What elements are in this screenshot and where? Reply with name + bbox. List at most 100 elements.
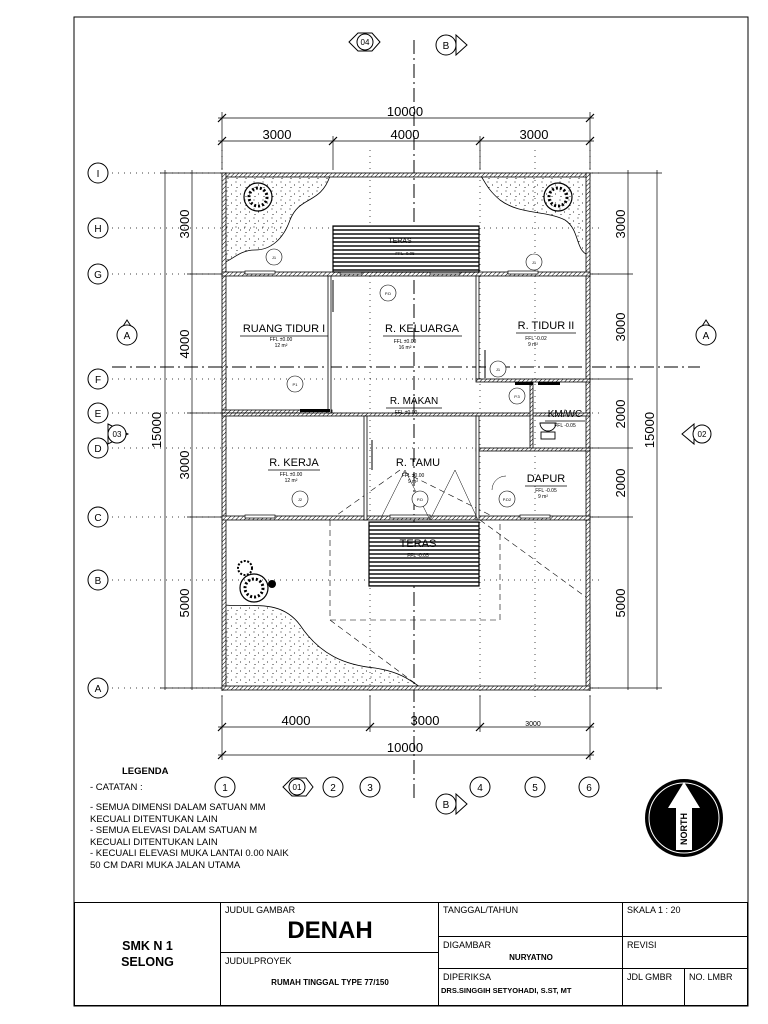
room-name: R. TIDUR II: [518, 320, 575, 332]
school-name: SMK N 1 SELONG: [121, 939, 174, 969]
dim-bottom-small: 3000: [525, 721, 541, 728]
legend-item: - CATATAN :: [90, 781, 143, 793]
jdl-gmbr-cell: JDL GMBR: [623, 969, 685, 1005]
section-lines: [112, 40, 700, 800]
dim-right-seg-2: 3000: [613, 313, 628, 342]
tanggal-label: TANGGAL/TAHUN: [443, 905, 519, 915]
diperiksa-value: DRS.SINGGIH SETYOHADI, S.ST, MT: [441, 986, 572, 995]
section-marker-a-left-icon: [116, 319, 138, 346]
dim-bottom-seg-1: 4000: [282, 713, 311, 728]
judul-proyek-cell: JUDULPROYEK RUMAH TINGGAL TYPE 77/150: [221, 953, 439, 1005]
no-lmbr-cell: NO. LMBR: [685, 969, 747, 1005]
tree-icon: [237, 182, 573, 603]
view-marker-top-icon: [348, 32, 381, 52]
jdl-gmbr-label: JDL GMBR: [627, 972, 673, 982]
room-ffl: FFL ±0.00: [394, 339, 417, 345]
opening-tag: P.D: [385, 291, 391, 296]
dim-bottom-seg-2: 3000: [411, 713, 440, 728]
view-marker-bottom-icon: [282, 777, 314, 797]
room-name: R. MAKAN: [390, 396, 438, 407]
dim-left-seg-4: 5000: [177, 589, 192, 618]
judul-gambar-label: JUDUL GAMBAR: [225, 905, 296, 915]
dim-left-total: 15000: [149, 412, 164, 448]
roof-outline: [329, 469, 591, 688]
north-arrow-icon: [645, 779, 723, 857]
opening-tag: J1: [496, 367, 501, 372]
dimension-lines: [160, 112, 662, 760]
project-title: RUMAH TINGGAL TYPE 77/150: [271, 978, 389, 987]
room-area: 16 m²: [399, 345, 412, 351]
room-ffl: FFL -0.02: [525, 336, 547, 342]
legend-item: - KECUALI ELEVASI MUKA LANTAI 0.00 NAIK …: [90, 848, 289, 871]
opening-tag: P.D2: [503, 497, 512, 502]
stair-terrace: [332, 225, 480, 587]
section-marker-a-right-icon: [695, 319, 717, 346]
legend-item: - SEMUA ELEVASI DALAM SATUAN M KECUALI D…: [90, 825, 257, 848]
no-lmbr-label: NO. LMBR: [689, 972, 733, 982]
dim-right-seg-5: 5000: [613, 589, 628, 618]
grid-col-label: 5: [532, 783, 538, 794]
grid-col-bubbles: [214, 776, 600, 798]
grid-row-label: D: [94, 444, 101, 455]
dim-top-seg-2: 4000: [391, 127, 420, 142]
opening-tag: J1: [272, 255, 277, 260]
drawing-title: DENAH: [287, 917, 373, 944]
grid-row-label: H: [94, 224, 101, 235]
dim-right-seg-3: 2000: [613, 400, 628, 429]
title-block: SMK N 1 SELONG JUDUL GAMBAR DENAH JUDULP…: [74, 902, 748, 1006]
revisi-cell: REVISI: [623, 937, 747, 969]
dim-left-seg-3: 3000: [177, 451, 192, 480]
view-marker-left-icon: [107, 423, 130, 445]
room-area: 9 m²: [528, 342, 538, 348]
view-marker-left-label: 03: [113, 430, 122, 439]
digambar-label: DIGAMBAR: [443, 940, 492, 950]
view-marker-right-icon: [681, 422, 712, 446]
view-marker-right-label: 02: [698, 430, 707, 439]
grid-row-label: F: [95, 375, 101, 386]
dim-left-seg-2: 4000: [177, 330, 192, 359]
grid-col-label: 2: [330, 783, 336, 794]
walls: [221, 172, 591, 691]
section-marker-b-top-icon: [435, 33, 468, 57]
room-area: 9 m²: [538, 494, 548, 500]
grid-row-label: A: [95, 684, 102, 695]
room-name: RUANG TIDUR I: [243, 323, 325, 335]
school-cell: SMK N 1 SELONG: [75, 903, 221, 1005]
dim-top-total: 10000: [387, 104, 423, 119]
room-ffl: FFL ±0.00: [402, 473, 425, 479]
opening-tag: P1: [293, 382, 299, 387]
revisi-label: REVISI: [627, 940, 657, 950]
grid-col-label: 1: [222, 783, 228, 794]
digambar-cell: DIGAMBAR NURYATNO: [439, 937, 623, 969]
room-area: 12 m²: [275, 343, 288, 349]
dim-bottom-total: 10000: [387, 740, 423, 755]
dim-right-seg-1: 3000: [613, 210, 628, 239]
room-name: DAPUR: [527, 473, 566, 485]
north-label: NORTH: [679, 813, 689, 845]
door-swings: [379, 422, 557, 521]
dim-right-seg-4: 2000: [613, 469, 628, 498]
digambar-value: NURYATNO: [509, 953, 553, 962]
grid-row-label: E: [95, 409, 102, 420]
skala-label: SKALA 1 : 20: [627, 905, 681, 915]
legend-item: - SEMUA DIMENSI DALAM SATUAN MM KECUALI …: [90, 802, 266, 825]
room-name: R. TAMU: [396, 457, 440, 469]
room-ffl: FFL ±0.00: [395, 410, 418, 416]
room-underlines: [240, 332, 585, 487]
section-marker-a-left-label: A: [124, 331, 131, 342]
room-ffl: FFL ±0.00: [270, 337, 293, 343]
grid-row-label: C: [94, 513, 101, 524]
dim-left-seg-1: 3000: [177, 210, 192, 239]
opening-tag: J2: [298, 497, 303, 502]
garden-areas: [224, 175, 589, 688]
room-ffl: FFL ±0.00: [280, 472, 303, 478]
room-area: 9 m²: [408, 479, 418, 485]
dimension-ticks: [217, 113, 595, 760]
tanggal-cell: TANGGAL/TAHUN: [439, 903, 623, 937]
skala-cell: SKALA 1 : 20: [623, 903, 747, 937]
dim-top-seg-3: 3000: [520, 127, 549, 142]
judul-proyek-label: JUDULPROYEK: [225, 956, 292, 966]
room-name: TERAS: [400, 538, 437, 550]
room-name: R. KERJA: [269, 457, 319, 469]
